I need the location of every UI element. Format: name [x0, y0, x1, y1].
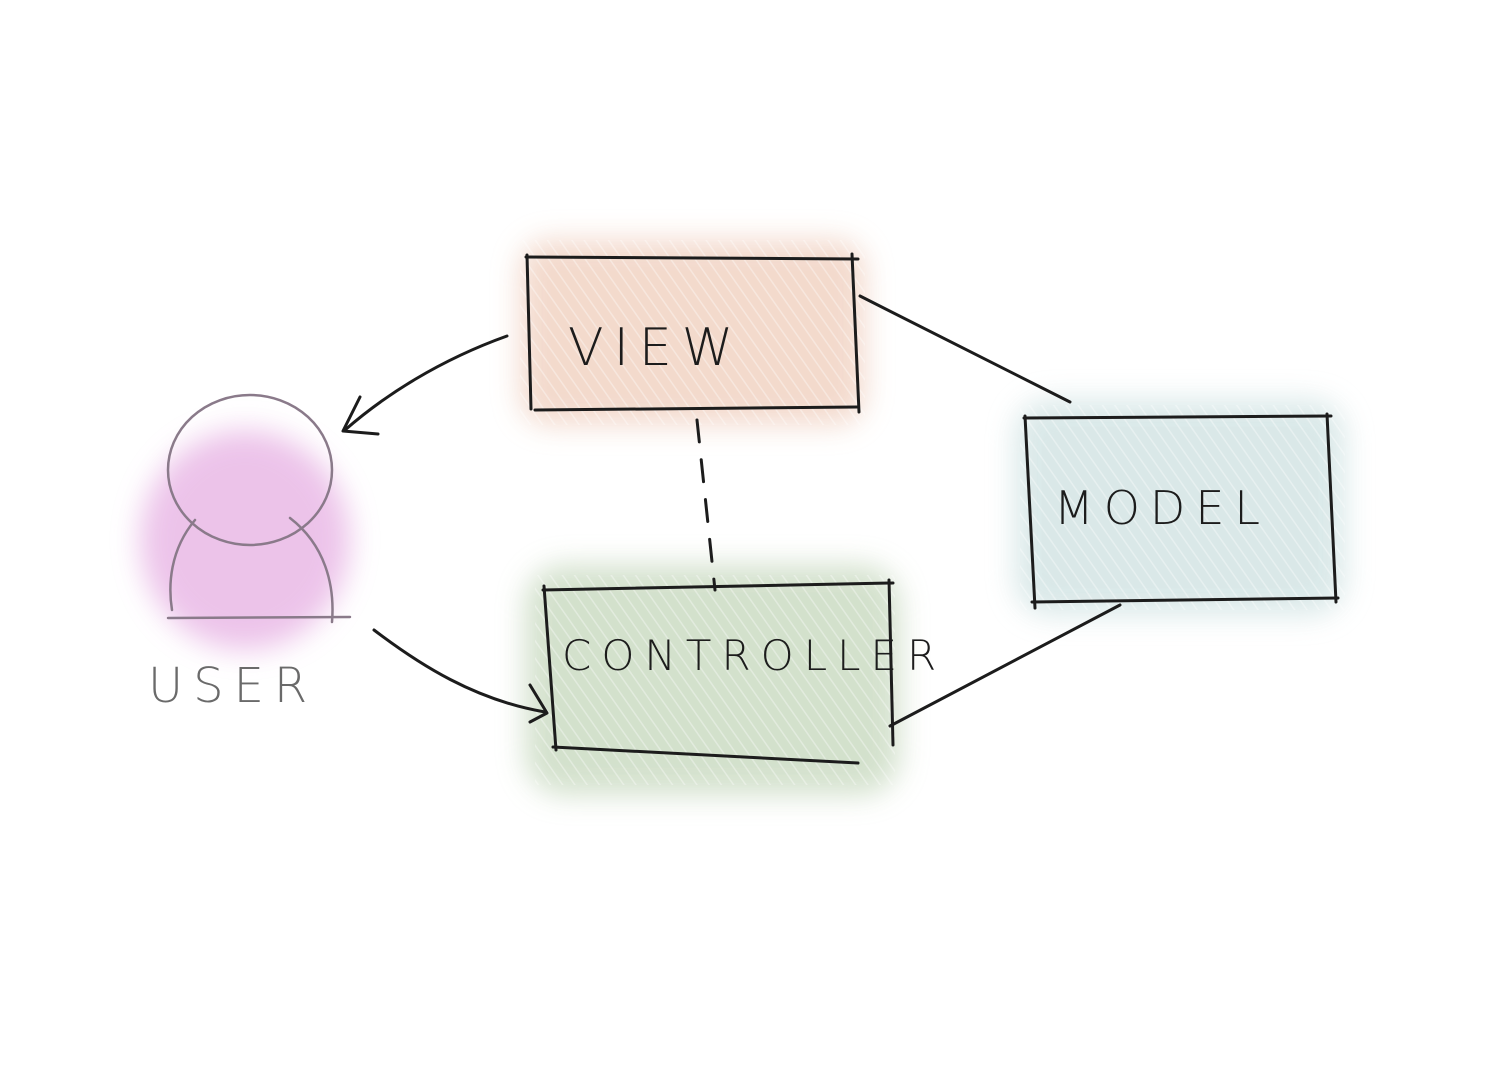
- view-label: VIEW: [568, 318, 743, 378]
- user-figure: USER: [148, 393, 352, 714]
- edge-controller-to-model: [888, 603, 1122, 728]
- wash-layer: [140, 240, 1345, 795]
- controller-box: CONTROLLER: [541, 578, 946, 765]
- model-hatch: [1020, 405, 1345, 610]
- edge-view-to-model: [858, 294, 1072, 404]
- model-box: MODEL: [1022, 412, 1340, 610]
- connections: [341, 294, 1122, 728]
- user-label: USER: [148, 658, 317, 714]
- user-wash: [140, 430, 350, 650]
- edge-view-to-user: [343, 334, 509, 432]
- edge-view-controller-dashed: [695, 418, 717, 592]
- model-label: MODEL: [1054, 481, 1270, 535]
- user-body: [166, 516, 352, 624]
- arrowhead-controller: [528, 683, 549, 724]
- controller-hatch: [535, 575, 895, 785]
- arrowhead-user: [341, 395, 380, 436]
- view-hatch: [520, 240, 865, 425]
- view-box: VIEW: [524, 252, 861, 414]
- user-head: [166, 393, 334, 547]
- controller-label: CONTROLLER: [562, 631, 946, 680]
- edge-user-to-controller: [372, 628, 547, 714]
